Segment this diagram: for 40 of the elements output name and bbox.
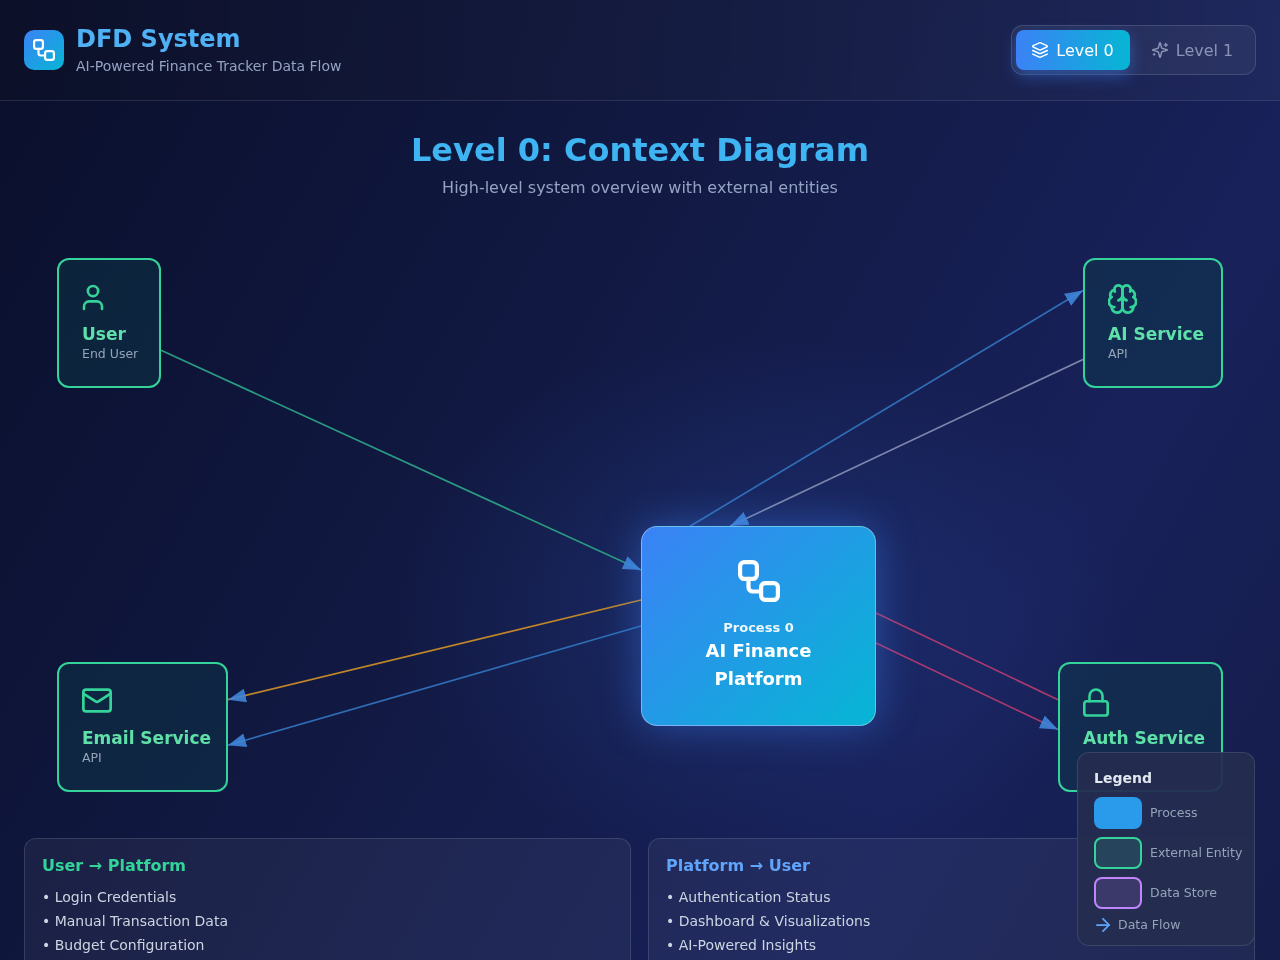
diagram-title: Level 0: Context Diagram [410,130,869,170]
diagram-subtitle: High-level system overview with external entities [442,178,838,198]
node-subtitle: End User [82,345,139,363]
data-flow-arrow [160,349,642,571]
node-title: Process 0 [722,620,795,636]
node-title: AI Service [1108,323,1205,345]
legend-title: Legend [1094,769,1152,788]
list-item: • AI-Powered Insights [666,936,817,955]
legend-label: Data Store [1150,885,1217,901]
process-box [641,526,876,726]
panel-heading: Platform → User [666,855,810,877]
list-item: • Budget Configuration [42,936,205,955]
external-entity-box [57,662,228,792]
external-entity-box [1083,258,1223,388]
node-title: User [82,323,126,345]
legend-label: External Entity [1150,845,1243,861]
node-subtitle: API [1108,345,1128,363]
data-flow-arrow [227,625,642,747]
panel-heading: User → Platform [42,855,186,877]
node-subtitle: API [82,749,102,767]
external-entity-box [57,258,161,388]
tab: Level 1 [1134,30,1251,70]
data-flow-arrow [729,358,1084,527]
legend-label: Process [1150,805,1198,821]
node-title: Email Service [82,727,212,749]
list-item: • Authentication Status [666,888,831,907]
data-flow-arrow [227,599,642,703]
active-tab: Level 0 [1016,30,1130,70]
node-title: Auth Service [1083,727,1206,749]
data-flow-arrow [689,289,1084,527]
data-flow-line [875,612,1059,701]
list-item: • Dashboard & Visualizations [666,912,871,931]
legend-label: Data Flow [1118,917,1181,933]
list-item: • Login Credentials [42,888,177,907]
app-title: DFD System [76,24,241,54]
app-subtitle: AI-Powered Finance Tracker Data Flow [76,57,342,75]
data-flow-summary-panel [24,838,631,960]
data-flow-arrow [875,642,1059,731]
list-item: • Manual Transaction Data [42,912,228,931]
node-subtitle: AI Finance Platform [704,639,813,691]
